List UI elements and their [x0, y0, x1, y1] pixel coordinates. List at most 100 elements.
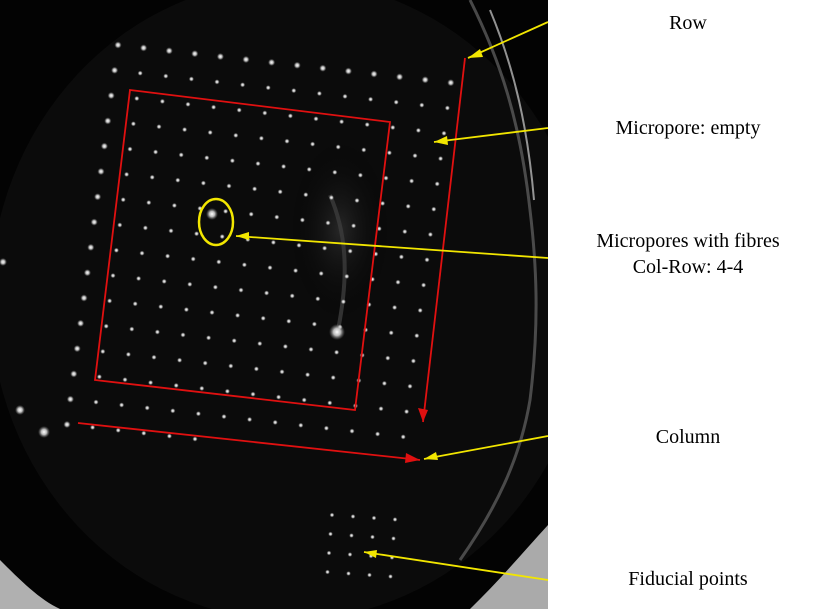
micropore-dot	[313, 116, 319, 122]
micropore-dot	[390, 124, 396, 131]
micropore-dot	[165, 253, 171, 259]
micropore-dot	[380, 200, 386, 206]
micropore-dot	[424, 257, 430, 263]
micropore-dot	[388, 330, 394, 336]
micropore-dot	[419, 102, 425, 108]
micropore-dot	[310, 141, 316, 147]
membrane-edge-reflection	[458, 0, 538, 561]
micropore-dot	[154, 329, 160, 335]
micropores-fibres-title: Micropores with fibres	[596, 230, 780, 252]
micropore-dot	[301, 397, 307, 403]
micropore-dot	[119, 402, 125, 408]
fiducial-dot	[392, 517, 398, 522]
fiducial-dot	[388, 574, 393, 579]
micropore-dot	[117, 222, 123, 228]
micropore-dot	[229, 158, 235, 164]
micropore-dot	[319, 64, 327, 72]
micropore-dot	[180, 332, 186, 338]
micropore-dot	[434, 181, 440, 187]
micropore-dot	[410, 358, 416, 364]
micropore-dot	[166, 433, 172, 439]
empty-pore-pointer-line	[433, 127, 549, 143]
column-label: Column	[655, 426, 721, 448]
micropore-dot	[94, 193, 102, 201]
micropore-dot	[202, 360, 208, 366]
micropore-dot	[207, 129, 213, 136]
micropore-array	[63, 41, 455, 442]
micropore-dot	[120, 197, 126, 203]
micropore-dot	[107, 298, 113, 304]
micropore-dot	[226, 183, 232, 189]
micropore-dot	[233, 132, 239, 138]
micropore-dot	[305, 372, 311, 378]
micropore-dot	[264, 290, 270, 296]
micropore-dot	[100, 142, 108, 150]
micropore-dot	[93, 399, 99, 405]
micropore-dot	[130, 121, 136, 127]
micropore-dot	[370, 70, 378, 78]
micropore-dot	[153, 149, 159, 155]
micropore-dot	[223, 208, 229, 214]
micropore-dot	[183, 307, 189, 313]
micropore-dot	[144, 405, 150, 411]
fiducial-label: Fiducial points	[628, 568, 748, 590]
micropore-dot	[286, 318, 292, 324]
micropore-dot	[308, 346, 314, 352]
fiducial-dot	[349, 533, 354, 538]
micropore-dot	[124, 171, 130, 177]
fiducial-dot	[367, 572, 372, 578]
micropore-dot	[200, 180, 206, 186]
micropore-dot	[299, 217, 305, 223]
micropore-dot	[293, 268, 299, 274]
micropore-dot	[334, 349, 340, 355]
micropore-dot	[267, 265, 273, 271]
micropore-dot	[173, 382, 179, 389]
micropore-dot	[342, 93, 348, 99]
micropore-dot	[129, 326, 135, 332]
micropore-dot	[161, 278, 167, 284]
micropore-dot	[224, 388, 230, 394]
micropore-dot	[306, 166, 312, 172]
micropore-dot	[209, 309, 215, 316]
micropore-dot	[228, 363, 234, 369]
micropore-dot	[190, 256, 196, 262]
micropore-dot	[114, 41, 122, 49]
micropores-fibres-label: Micropores with fibres Col-Row: 4-4	[548, 228, 828, 280]
micropore-dot	[328, 195, 334, 201]
micropore-dot	[402, 229, 408, 235]
fiducial-dot	[370, 534, 375, 540]
micropore-dot	[97, 167, 105, 176]
micropore-dot	[287, 113, 293, 119]
column-arrow-line	[77, 422, 421, 461]
micropore-dot	[415, 127, 421, 133]
micropore-dot	[405, 203, 411, 209]
micropore-dot	[398, 254, 404, 260]
micropore-dot	[289, 293, 295, 299]
micropore-dot	[73, 345, 81, 353]
fiducial-dot	[346, 571, 351, 576]
micropore-dot	[156, 124, 162, 130]
micropore-dot	[258, 135, 264, 141]
micropore-dot	[132, 301, 138, 307]
micropore-dot	[170, 408, 176, 414]
micropore-dot	[303, 192, 309, 198]
micropore-dot	[395, 279, 401, 285]
micropore-dot	[255, 161, 261, 167]
fiducial-pointer-line	[363, 551, 549, 581]
empty-pore-pointer-head	[434, 136, 448, 145]
micropore-dot	[195, 411, 201, 417]
micropore-dot	[349, 428, 355, 434]
fibre-pore-circle	[197, 197, 235, 247]
micropore-dot	[115, 427, 121, 433]
micropore-dot	[378, 406, 384, 412]
micropore-dot	[281, 163, 287, 170]
micropore-dot	[96, 374, 102, 380]
micropore-dot	[279, 369, 285, 375]
micropore-dot	[315, 296, 321, 302]
micropore-dot	[216, 259, 222, 265]
micropore-dot	[316, 90, 322, 97]
micropore-dot	[444, 105, 450, 111]
micropore-dot	[270, 239, 276, 245]
micropore-dot	[158, 304, 164, 310]
